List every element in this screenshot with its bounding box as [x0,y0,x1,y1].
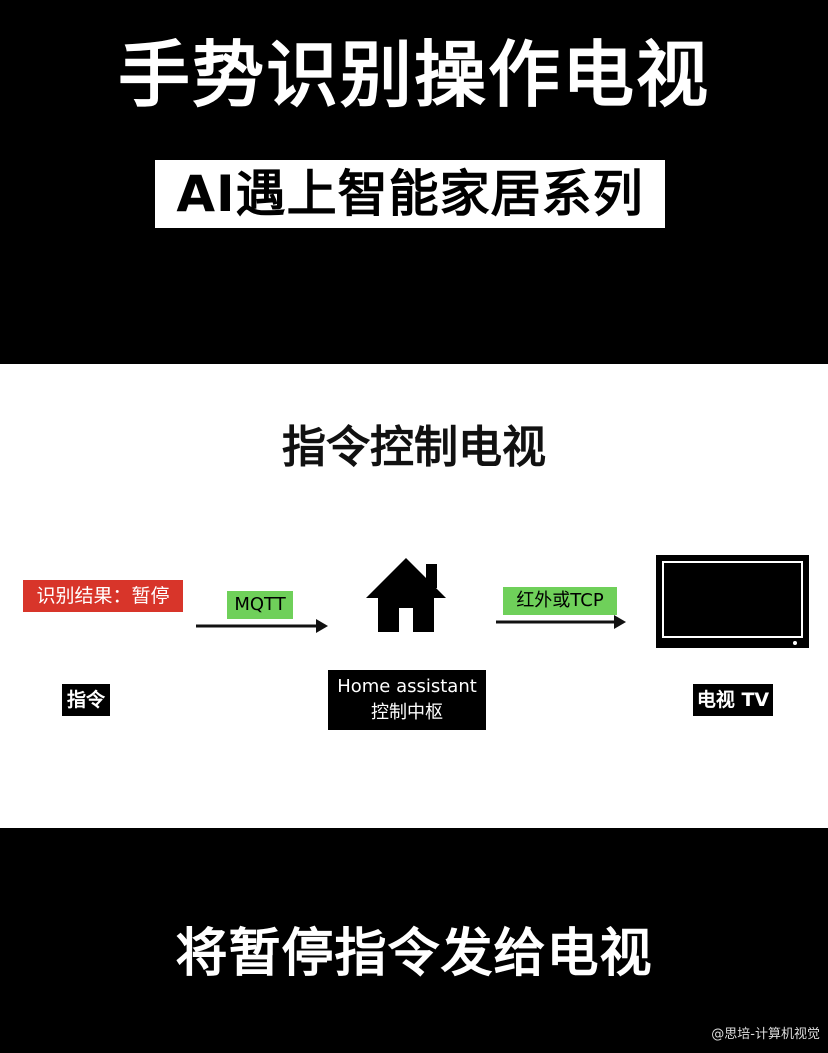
hub-label: Home assistant 控制中枢 [328,670,486,730]
main-title: 手势识别操作电视 [117,33,710,117]
diagram-heading: 指令控制电视 [282,422,546,473]
bottom-caption: 将暂停指令发给电视 [175,924,653,984]
mqtt-protocol-tag: MQTT [227,591,293,619]
tv-icon [656,555,809,648]
diagram-panel: 指令控制电视 识别结果：暂停 MQTT 红外或TCP 指令 Ho [0,364,828,828]
series-subtitle: AI遇上智能家居系列 [155,160,665,228]
hub-label-name: Home assistant [337,676,477,697]
arrow-right-icon [196,619,328,633]
hub-label-role: 控制中枢 [371,702,443,723]
command-label: 指令 [62,684,110,716]
recognition-result-badge: 识别结果：暂停 [23,580,183,612]
arrow-right-icon [496,615,626,629]
flow-diagram [196,555,809,648]
tv-label: 电视 TV [693,684,773,716]
house-icon [366,558,446,632]
watermark: @思培-计算机视觉 [711,1027,820,1042]
ir-tcp-protocol-tag: 红外或TCP [503,587,617,615]
